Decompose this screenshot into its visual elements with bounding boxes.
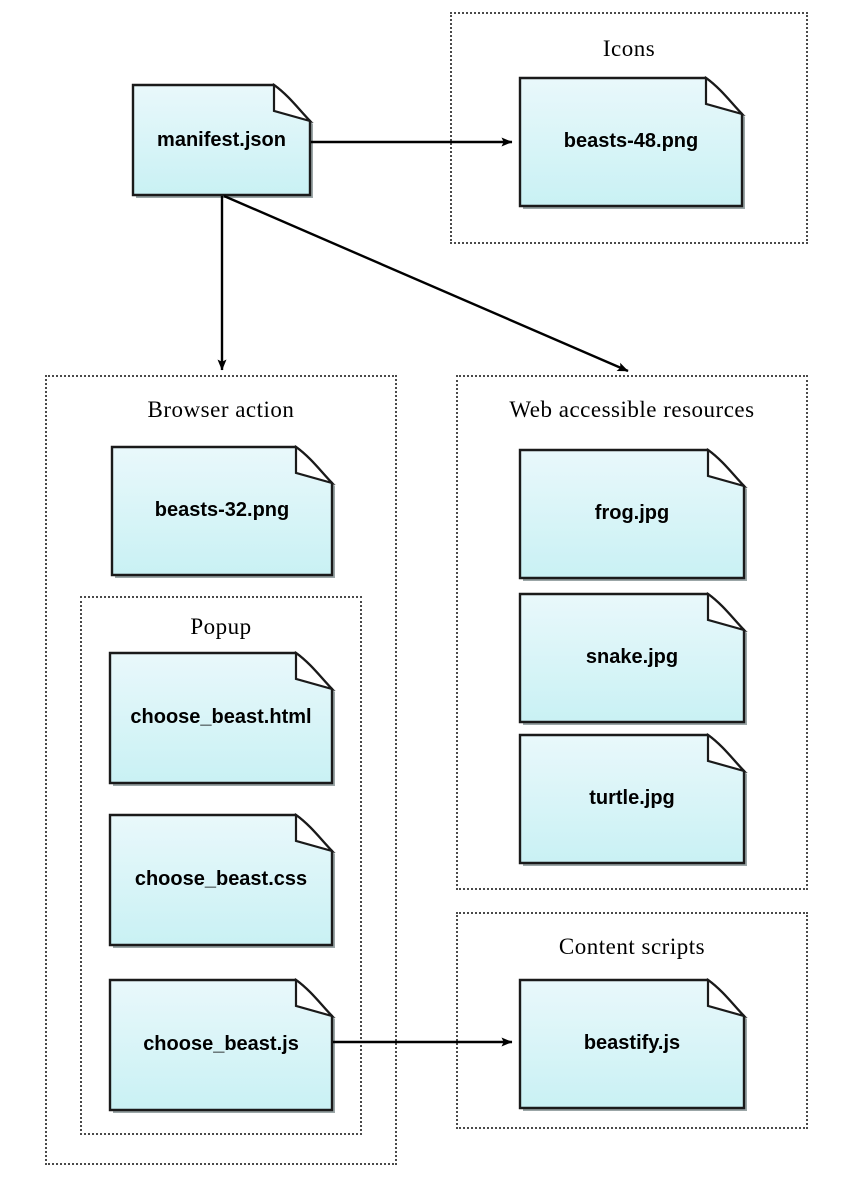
file-node-chooseJs[interactable]: choose_beast.js <box>108 977 336 1113</box>
group-resources: Web accessible resources <box>456 375 808 890</box>
group-title-popup: Popup <box>190 614 252 639</box>
file-node-beastify[interactable]: beastify.js <box>518 977 748 1111</box>
group-title-browser: Browser action <box>147 397 295 422</box>
group-content: Content scripts <box>456 912 808 1129</box>
file-node-chooseCss[interactable]: choose_beast.css <box>108 812 336 948</box>
file-node-turtle[interactable]: turtle.jpg <box>518 732 748 866</box>
file-node-snake[interactable]: snake.jpg <box>518 591 748 725</box>
file-node-frog[interactable]: frog.jpg <box>518 447 748 581</box>
group-title-icons: Icons <box>602 36 656 61</box>
file-node-chooseHtml[interactable]: choose_beast.html <box>108 650 336 786</box>
group-popup: Popup <box>80 596 362 1135</box>
file-node-manifest[interactable]: manifest.json <box>131 82 314 198</box>
group-browser: Browser action <box>45 375 397 1165</box>
file-node-beasts32[interactable]: beasts-32.png <box>110 444 336 578</box>
group-title-resources: Web accessible resources <box>509 397 755 422</box>
file-node-beasts48[interactable]: beasts-48.png <box>518 75 746 209</box>
group-icons: Icons <box>450 12 808 244</box>
group-title-content: Content scripts <box>558 934 706 959</box>
